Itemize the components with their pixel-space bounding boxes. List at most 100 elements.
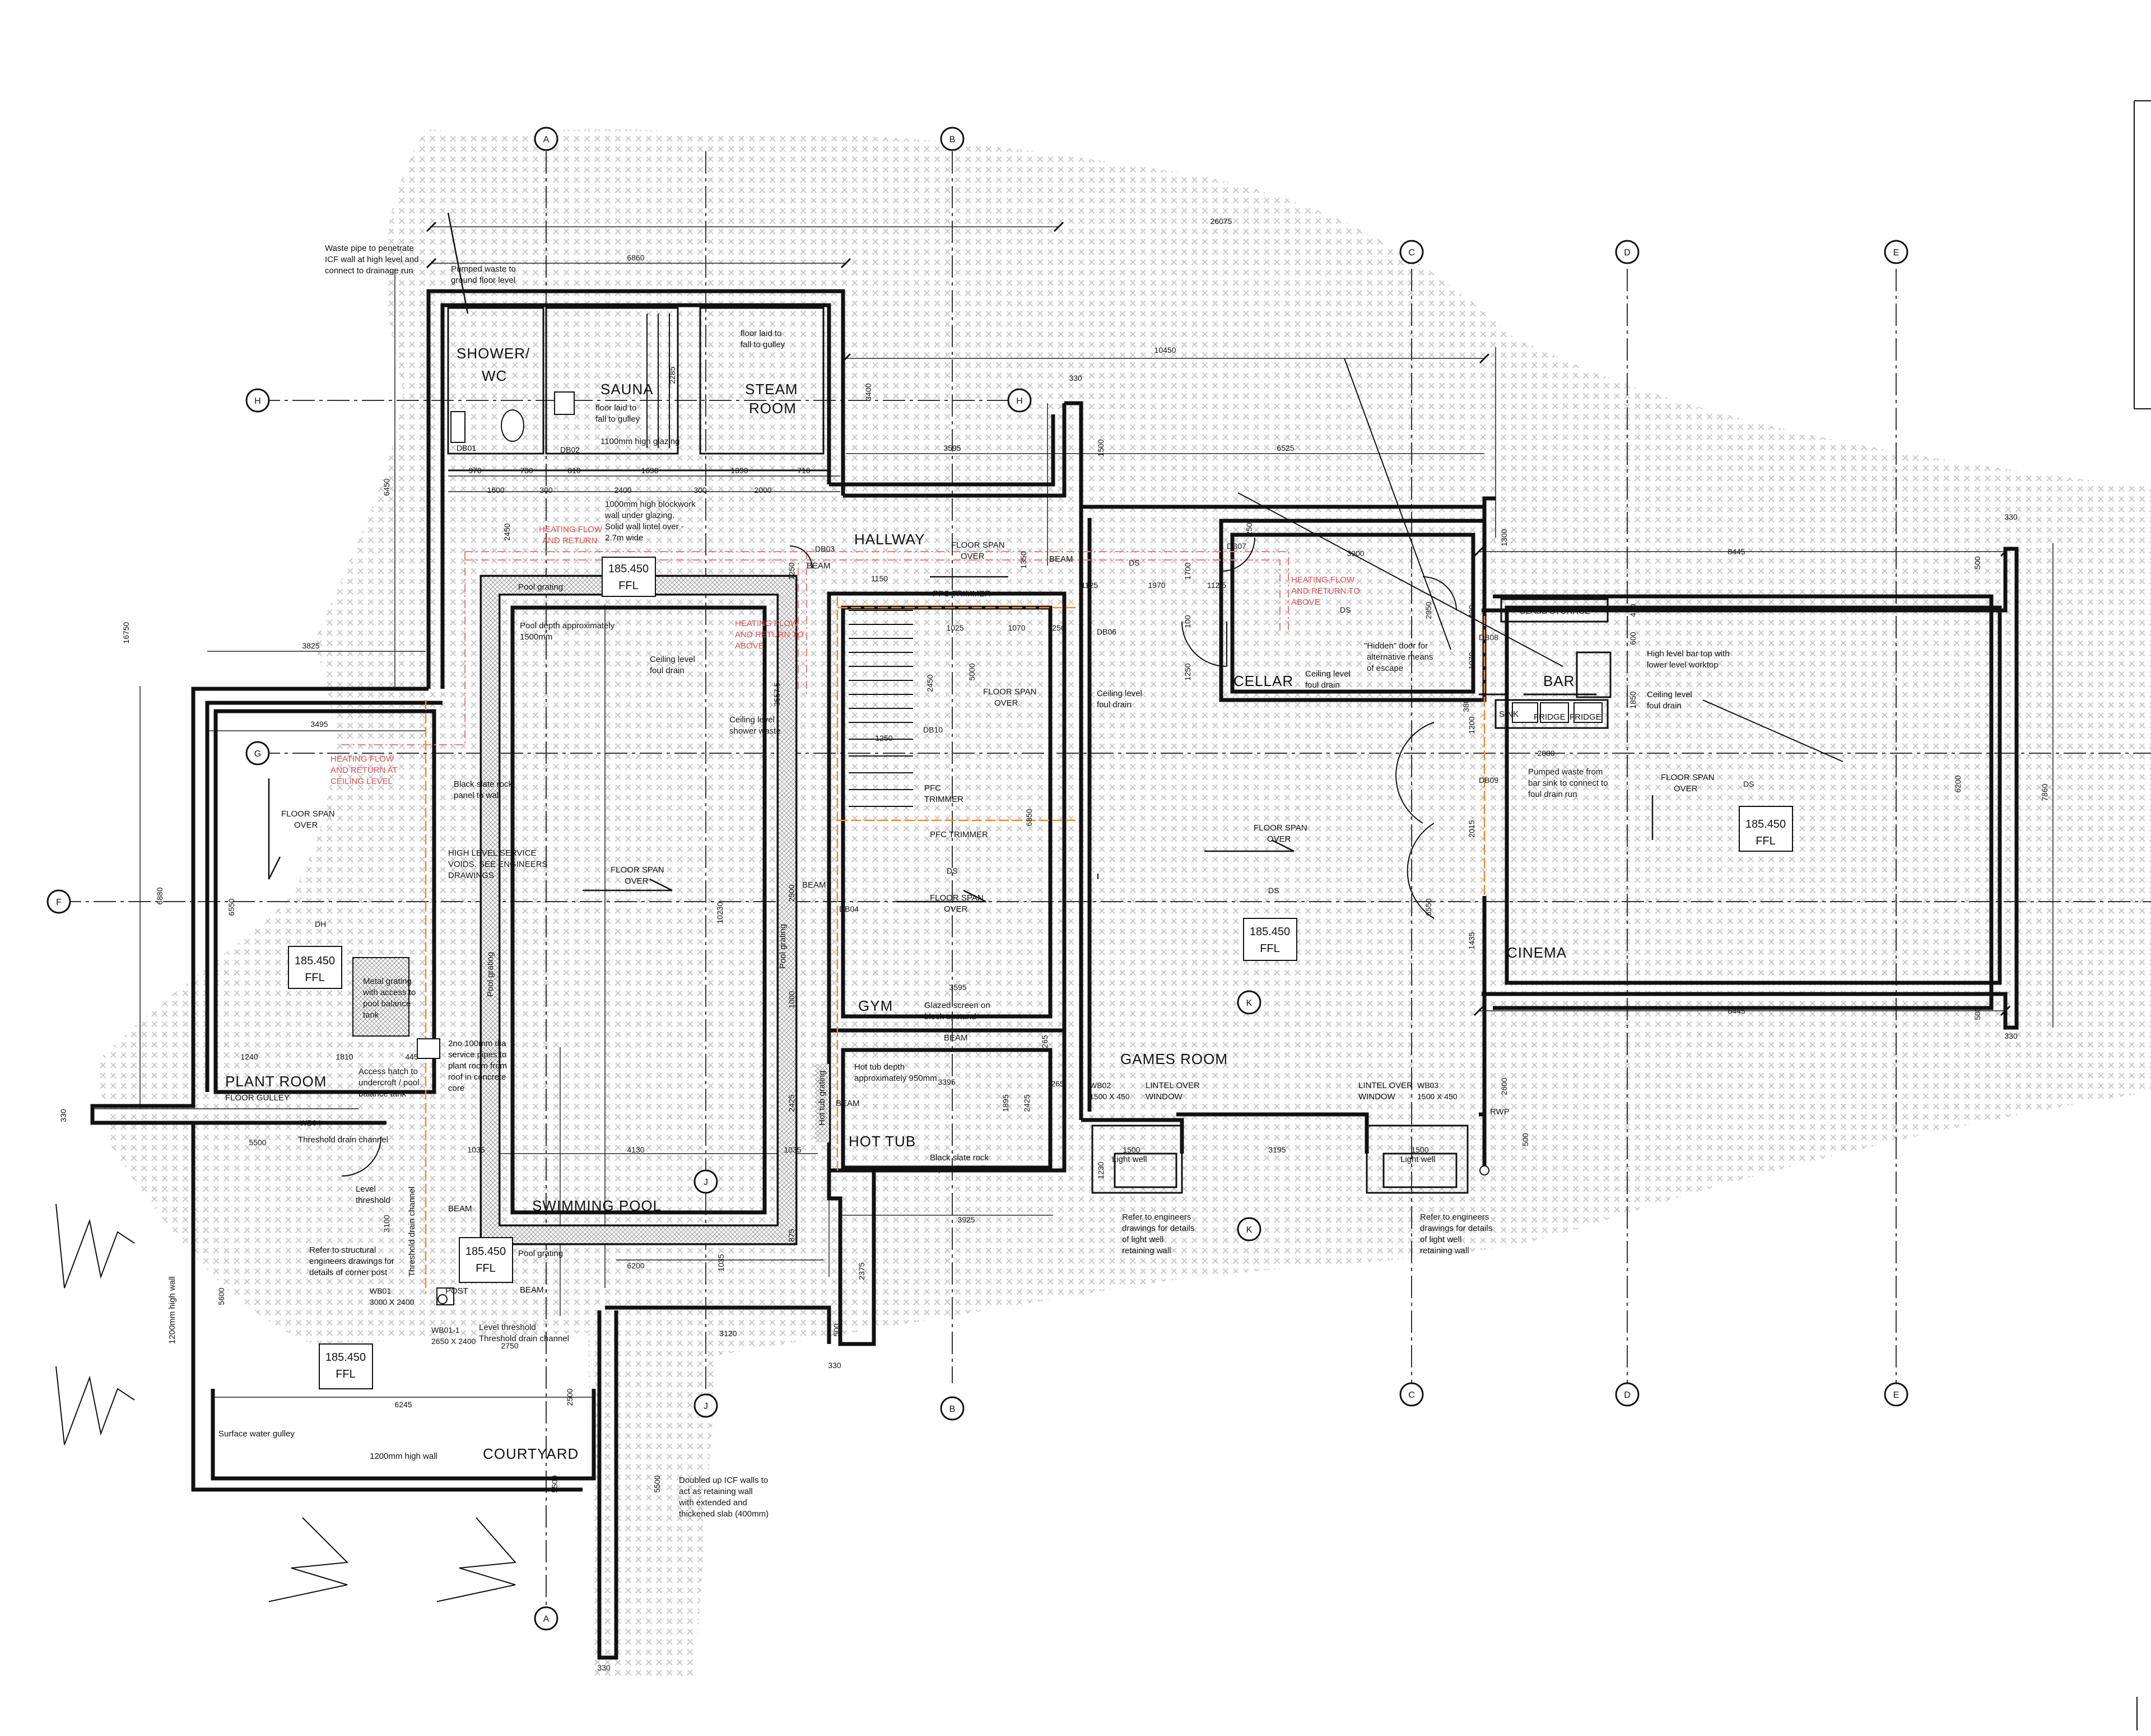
- room-label-pool: SWIMMING POOL: [532, 1197, 662, 1214]
- heating-note-3c: ABOVE: [1291, 598, 1320, 607]
- note-slate-2: panel to wall: [454, 791, 500, 800]
- note-hidden-2: alternative means: [1367, 652, 1433, 662]
- note-floor-span-games-2: OVER: [1267, 834, 1291, 844]
- ffl-pool-suffix: FFL: [476, 1262, 496, 1275]
- room-label-steam: STEAM: [745, 381, 798, 398]
- dim-5600: 5600: [217, 1287, 226, 1305]
- heating-note-4a: HEATING FLOW: [330, 754, 394, 764]
- note-icf-2: act as retaining wall: [679, 1487, 753, 1496]
- note-lintel-4: WINDOW: [1358, 1092, 1396, 1102]
- note-beam-gym: BEAM: [802, 880, 826, 890]
- grid-bubbles: [46, 127, 1908, 1631]
- note-floor-span-plant-2: OVER: [294, 820, 318, 830]
- note-refer-eng-2c: of light well: [1420, 1235, 1461, 1244]
- dim-1200: 1200: [1467, 716, 1476, 734]
- dim-1500-lw2: 1500: [1411, 1145, 1428, 1154]
- grid-label-j: J: [704, 1178, 708, 1187]
- dim-6450: 6450: [382, 478, 391, 496]
- heating-note-2c: ABOVE: [735, 641, 764, 651]
- note-floor-span-plant-1: FLOOR SPAN: [281, 809, 335, 819]
- dim-330-right-bottom: 330: [2004, 1032, 2018, 1040]
- note-slate-tub-2: panel to wall: [938, 1164, 985, 1174]
- note-pumped-bar-3: foul drain run: [1528, 790, 1577, 799]
- dimension-values: 26075 6860 10450 330 3595 6525 970 730 8…: [240, 217, 2017, 1672]
- room-label-hallway: HALLWAY: [854, 531, 925, 548]
- dim-3925: 3925: [957, 1215, 975, 1224]
- dim-1500-v: 1500: [1096, 439, 1105, 456]
- tag-db10: DB10: [923, 725, 943, 734]
- tag-ds-1: DS: [1129, 558, 1139, 567]
- grid-bubble-h-left: [245, 388, 270, 413]
- sketch-marks: [55, 358, 1843, 1602]
- tag-ds-2: DS: [1340, 605, 1351, 614]
- grid-label-a-top: A: [543, 135, 550, 144]
- room-label-bar: BAR: [1543, 673, 1575, 689]
- note-pool-depth-2: 1500mm: [520, 632, 552, 642]
- tag-wb04: WB04: [300, 1118, 321, 1127]
- dim-1300: 1300: [1500, 529, 1509, 546]
- room-label-sauna: SAUNA: [600, 381, 654, 398]
- dim-500-c: 500: [1521, 1133, 1530, 1146]
- stair-treads: [646, 314, 913, 807]
- door-swings: [341, 537, 1457, 1177]
- room-label-plant: PLANT ROOM: [225, 1073, 327, 1090]
- note-service-3: plant room from: [448, 1061, 507, 1071]
- note-beam-pool: BEAM: [448, 1204, 472, 1214]
- dim-1070: 1070: [1008, 623, 1025, 632]
- dim-1390: 1390: [730, 466, 748, 475]
- room-label-steam-room: ROOM: [749, 400, 797, 417]
- dim-3595-top: 3595: [943, 444, 961, 452]
- dim-6860: 6860: [627, 253, 644, 262]
- grid-bubble-j: [693, 1169, 718, 1194]
- note-hidden-1: "Hidden" door for: [1364, 641, 1428, 651]
- annotations: Waste pipe to penetrate ICF wall at high…: [167, 244, 1730, 1519]
- dim-330-top: 330: [1069, 374, 1082, 382]
- heating-runs: [342, 551, 1289, 745]
- dim-1035-a: 1035: [467, 1145, 485, 1154]
- heating-note-4c: CEILING LEVEL: [330, 777, 393, 786]
- room-label-shower: SHOWER/: [457, 345, 530, 362]
- dim-1970: 1970: [1148, 581, 1165, 590]
- tag-db04: DB04: [839, 904, 859, 913]
- note-hidden-3: of escape: [1367, 664, 1403, 673]
- ffl-cinema-level: 185.450: [1745, 818, 1786, 830]
- note-service-4: roof in concrete: [448, 1072, 506, 1082]
- dim-400: 400: [1628, 604, 1637, 617]
- dim-6880: 6880: [155, 887, 164, 904]
- note-light-well-2: Light well: [1400, 1155, 1436, 1164]
- ffl-plant-suffix: FFL: [305, 972, 325, 984]
- dim-3100: 3100: [382, 1215, 391, 1232]
- note-waste-2: ICF wall at high level and: [325, 255, 419, 264]
- dim-6550-games: 6550: [1424, 898, 1433, 916]
- dim-2450-a: 2450: [502, 523, 511, 540]
- dim-3825: 3825: [302, 641, 319, 650]
- dim-1240: 1240: [240, 1052, 258, 1061]
- dim-2600: 2600: [1500, 1077, 1509, 1095]
- heating-note-2b: AND RETURN TO: [735, 630, 804, 640]
- tag-wb03: WB03: [1417, 1081, 1438, 1090]
- note-beam-hall: BEAM: [807, 561, 831, 571]
- note-wall-vertical: 1200mm high wall: [167, 1276, 177, 1344]
- note-games-foul-1: Ceiling level: [1097, 689, 1142, 698]
- tag-db08: DB08: [1479, 633, 1498, 642]
- note-metal-2: with access to: [362, 988, 416, 997]
- note-floor-span-stair-2: OVER: [994, 698, 1018, 708]
- dim-6525: 6525: [1277, 444, 1294, 452]
- room-label-wc: WC: [482, 367, 507, 384]
- dim-2000: 2000: [754, 486, 771, 494]
- dim-970: 970: [468, 466, 482, 475]
- dim-10230: 10230: [715, 902, 724, 923]
- note-refer-struct-1: Refer to structural: [309, 1245, 376, 1255]
- tag-wb011-size: 2650 X 2400: [431, 1337, 476, 1346]
- note-block-2: wall under glazing.: [604, 511, 674, 520]
- note-ceil-shower-2: shower waste: [729, 726, 781, 736]
- dim-1850: 1850: [1628, 691, 1637, 708]
- tag-wb01-size: 3000 X 2400: [370, 1298, 415, 1306]
- dim-1230: 1230: [1096, 1161, 1105, 1179]
- heating-note-3a: HEATING FLOW: [1291, 575, 1355, 585]
- note-light-well-1: Light well: [1112, 1155, 1147, 1164]
- dim-1250: 1250: [875, 734, 892, 743]
- tag-db07: DB07: [1227, 542, 1246, 550]
- note-bar-foul-2: foul drain: [1647, 701, 1682, 711]
- dim-3900: 3900: [1347, 549, 1364, 558]
